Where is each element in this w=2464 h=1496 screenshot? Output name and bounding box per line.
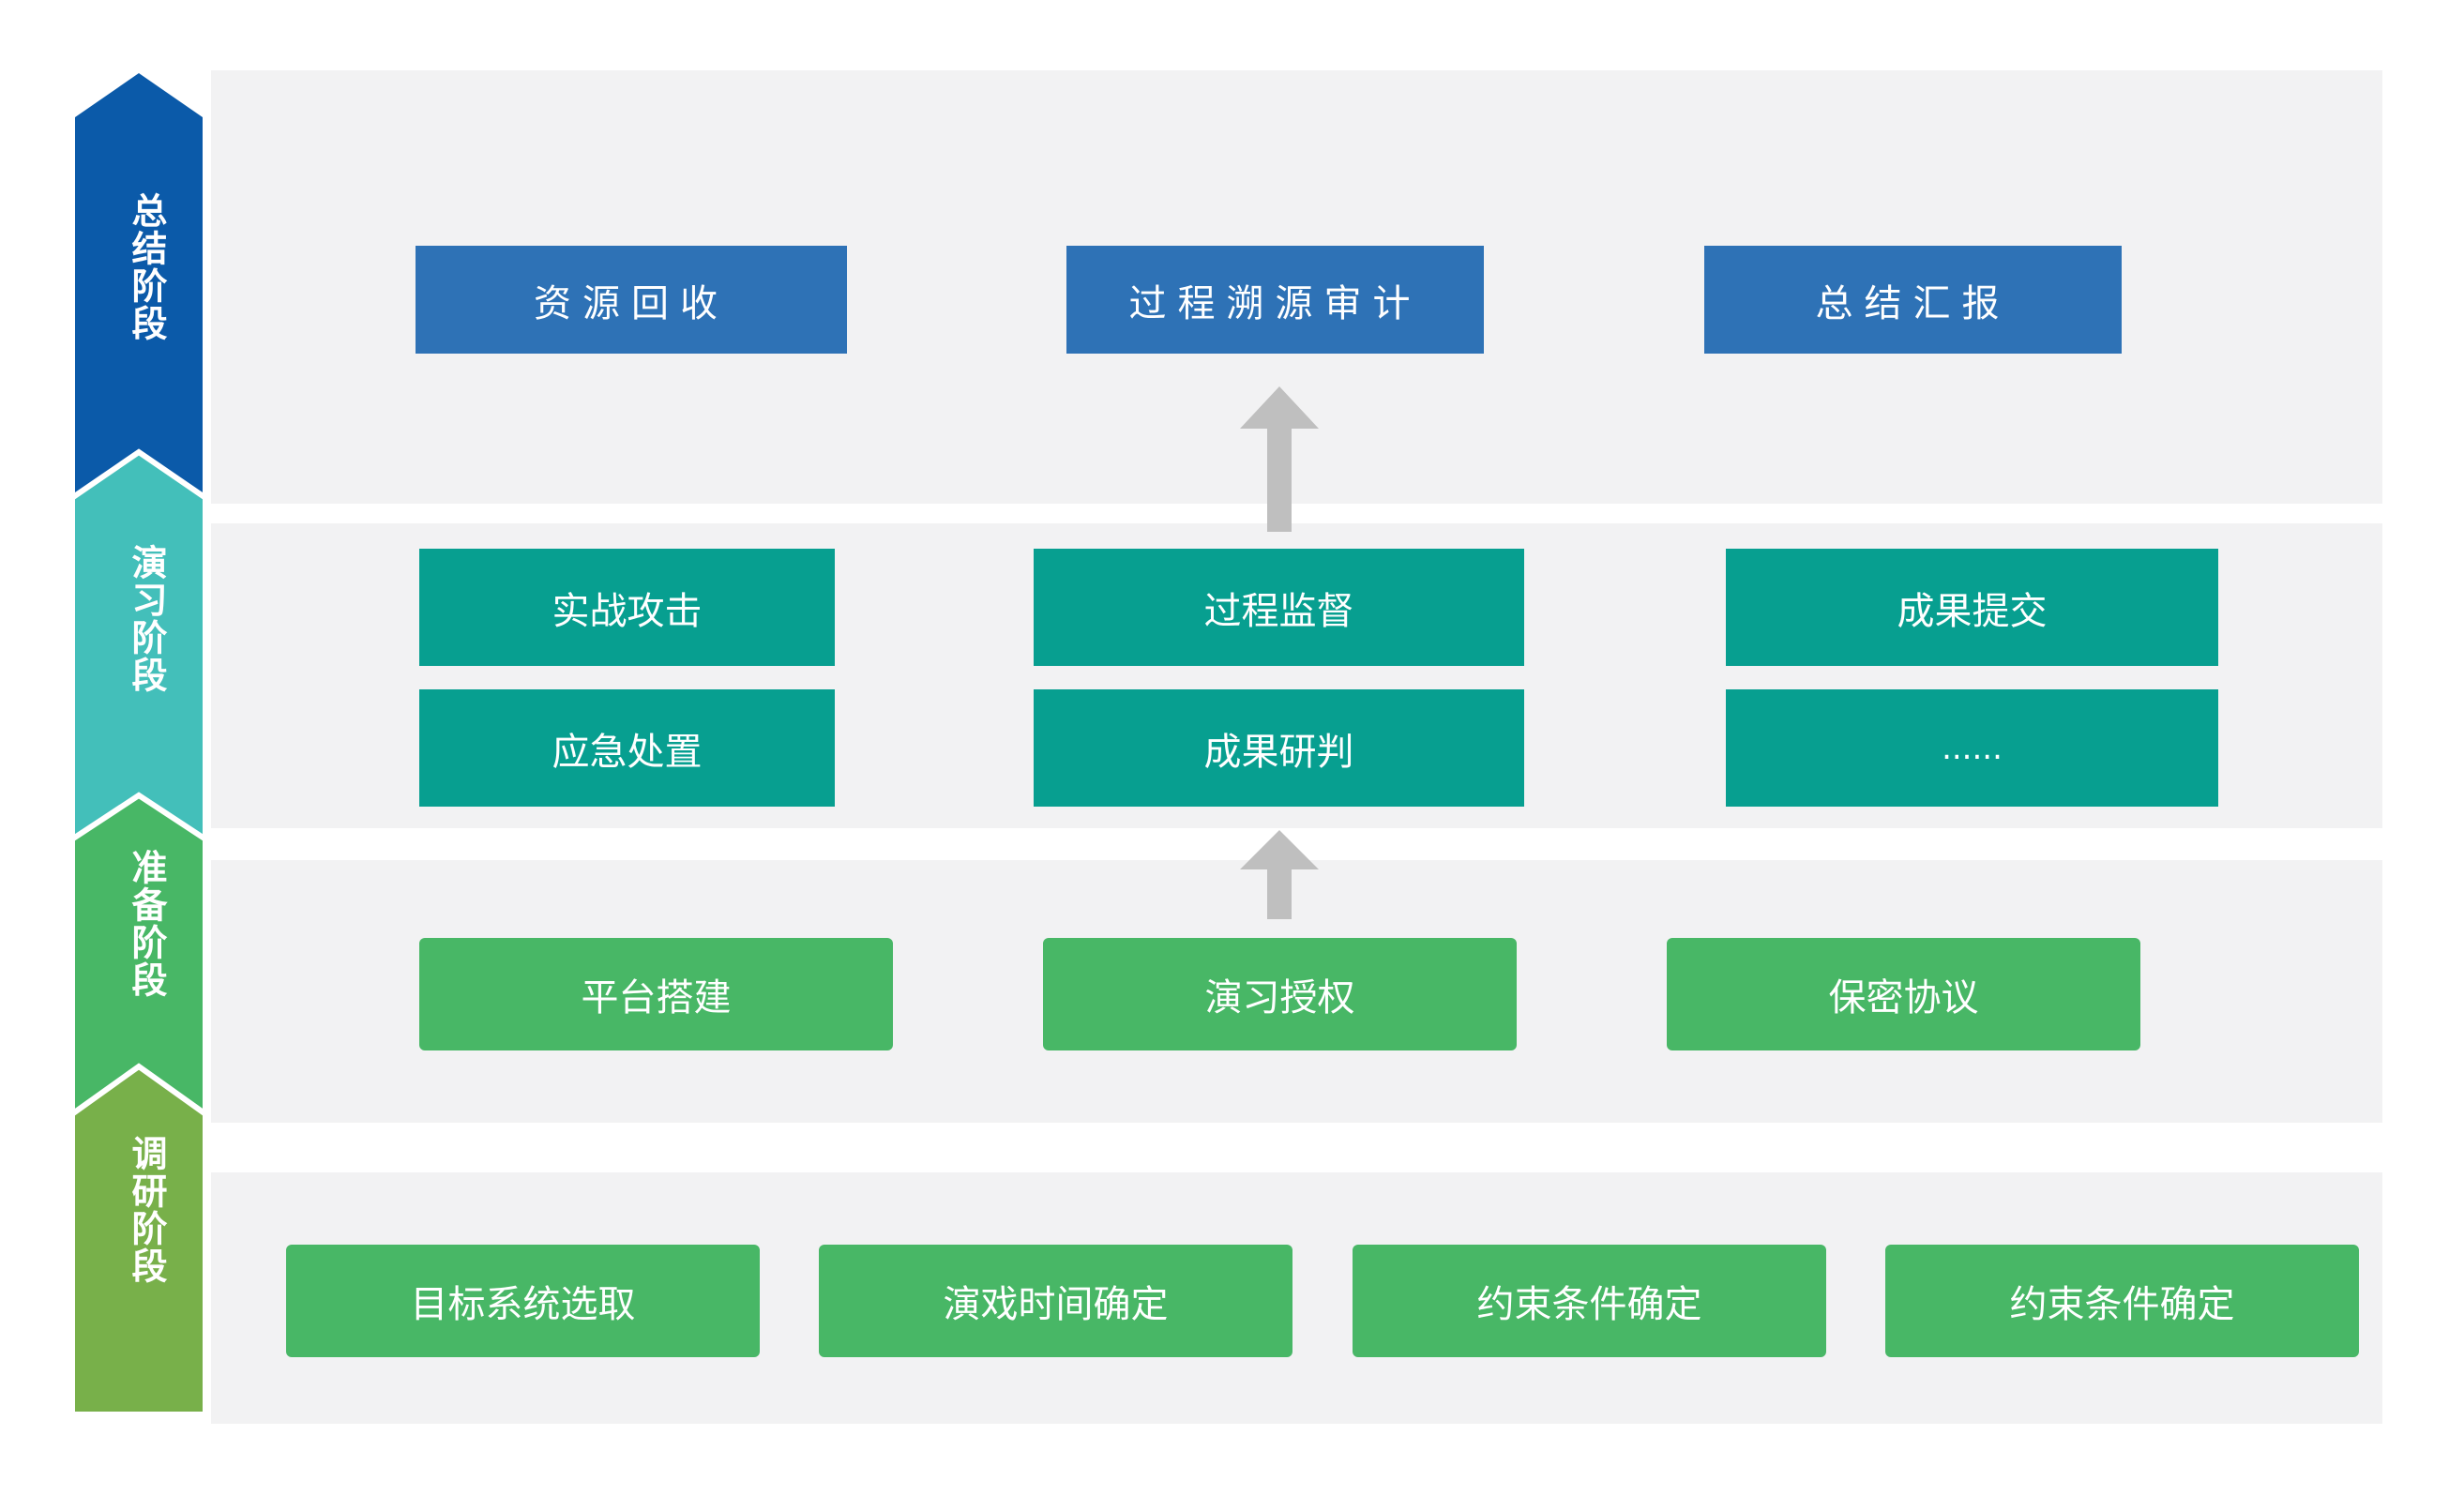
- research-box-target-selection: 目标系统选取: [286, 1245, 760, 1357]
- stage-arrow-exercise: [75, 452, 203, 844]
- stage-arrow-summary: [75, 73, 203, 514]
- stage-label-exercise: 演习阶段: [126, 544, 167, 694]
- prep-box-confidentiality-agreement: 保密协议: [1667, 938, 2140, 1050]
- summary-box-process-audit: 过程溯源审计: [1066, 246, 1484, 354]
- stage-label-research: 调研阶段: [126, 1135, 167, 1285]
- exercise-box-emergency-response: 应急处置: [419, 689, 835, 807]
- exercise-box-live-attack: 实战攻击: [419, 549, 835, 666]
- prep-box-platform-setup: 平台搭建: [419, 938, 893, 1050]
- exercise-box-result-analysis: 成果研判: [1034, 689, 1524, 807]
- stage-arrow-research: [75, 1066, 203, 1412]
- prep-box-exercise-authorization: 演习授权: [1043, 938, 1517, 1050]
- stage-label-prep: 准备阶段: [126, 849, 167, 999]
- summary-box-resource-recovery: 资源回收: [416, 246, 847, 354]
- up-arrow-exercise-to-summary: [1240, 386, 1319, 532]
- summary-box-summary-report: 总结汇报: [1704, 246, 2122, 354]
- research-box-exercise-time: 演戏时间确定: [819, 1245, 1292, 1357]
- exercise-box-ellipsis: ......: [1726, 689, 2218, 807]
- stage-label-summary: 总结阶段: [126, 192, 167, 342]
- up-arrow-prep-to-exercise: [1240, 830, 1319, 919]
- exercise-box-process-supervision: 过程监督: [1034, 549, 1524, 666]
- exercise-box-result-submission: 成果提交: [1726, 549, 2218, 666]
- stage-arrow-prep: [75, 795, 203, 1111]
- research-box-constraint-1: 约束条件确定: [1353, 1245, 1826, 1357]
- stage-arrow-column: [71, 73, 206, 1412]
- research-box-constraint-2: 约束条件确定: [1885, 1245, 2359, 1357]
